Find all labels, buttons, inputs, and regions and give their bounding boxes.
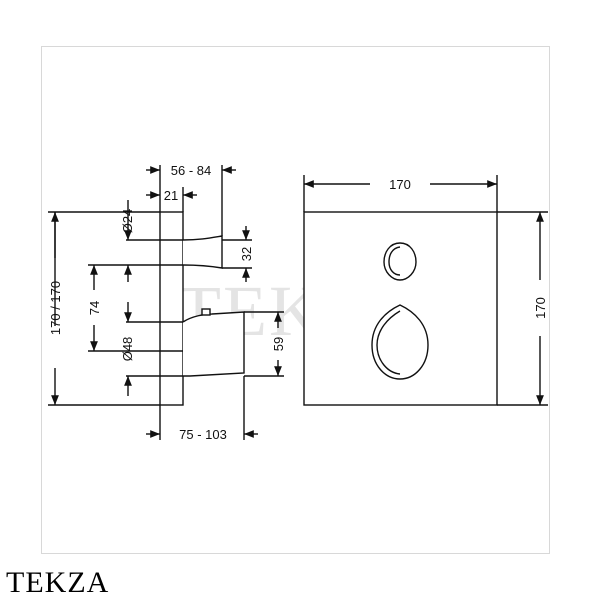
side-plate [159, 211, 184, 406]
dim-front-width: 170 [389, 177, 411, 192]
dim-bottom-range: 75 - 103 [179, 427, 227, 442]
dim-front-height: 170 [533, 297, 548, 319]
dim-side-offset: 21 [164, 188, 178, 203]
drawing-frame [41, 46, 550, 554]
dim-spacing: 74 [87, 301, 102, 315]
dim-side-depth-range: 56 - 84 [171, 163, 211, 178]
side-upper-handle [182, 235, 223, 269]
side-view [48, 165, 284, 440]
front-lower-knob-inner [376, 310, 401, 375]
dim-lower-height: 59 [271, 337, 286, 351]
side-lower-cap [201, 308, 211, 316]
dim-upper-height: 32 [239, 247, 254, 261]
dim-diameter-top: Ø24 [120, 209, 135, 234]
side-lower-handle [182, 311, 245, 377]
front-view [303, 175, 548, 406]
brand-logo-text: TEKZA [6, 566, 110, 599]
dim-height-total: 170 / 170 [48, 281, 63, 335]
dim-diameter-bottom: Ø48 [120, 337, 135, 362]
front-upper-knob-inner [388, 246, 401, 276]
